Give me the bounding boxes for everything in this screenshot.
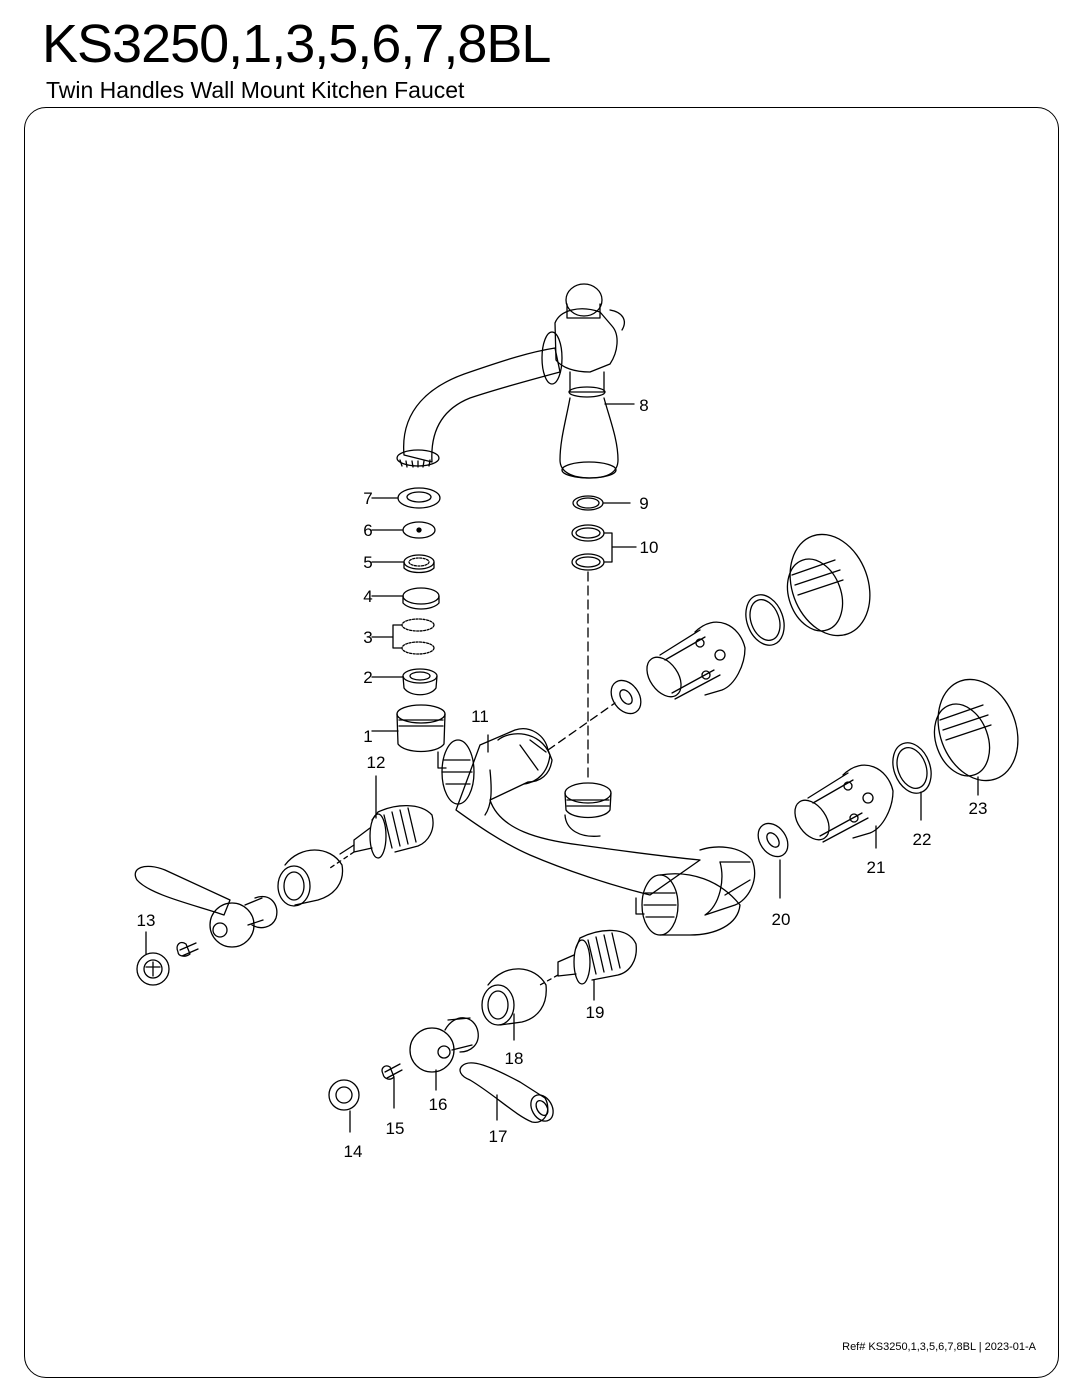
callout-23: 23 — [969, 799, 988, 818]
part-13-left-handle — [134, 865, 278, 986]
part-14-cap — [328, 1079, 360, 1133]
part-6-disc — [371, 521, 436, 539]
part-17-lever — [459, 1062, 554, 1123]
callout-22: 22 — [913, 830, 932, 849]
part-19-valve-cartridge — [557, 929, 637, 1001]
product-subtitle: Twin Handles Wall Mount Kitchen Faucet — [46, 77, 465, 103]
callout-21: 21 — [867, 858, 886, 877]
model-title: KS3250,1,3,5,6,7,8BL — [42, 14, 551, 74]
part-21-connector — [794, 764, 894, 849]
callout-1: 1 — [363, 727, 372, 746]
part-5-insert — [371, 554, 435, 574]
callout-11: 11 — [471, 707, 489, 726]
part-left-escutcheon — [277, 849, 344, 907]
callout-9: 9 — [639, 494, 648, 513]
callout-10: 10 — [640, 538, 659, 557]
part-upper-gasket — [745, 594, 785, 646]
part-11-body — [437, 728, 756, 936]
part-upper-connector — [646, 621, 746, 700]
part-upper-flange — [786, 533, 871, 637]
part-18-escutcheon — [481, 968, 547, 1041]
callout-6: 6 — [363, 521, 372, 540]
diagram-frame — [24, 107, 1059, 1378]
callout-2: 2 — [363, 668, 372, 687]
part-3-screens — [371, 618, 435, 655]
part-2-cartridge — [371, 668, 438, 696]
part-1-housing — [371, 704, 446, 753]
handle-axis-center — [539, 974, 559, 986]
callout-18: 18 — [505, 1049, 524, 1068]
part-7-washer — [371, 487, 441, 509]
part-16-handle-hub — [409, 1017, 479, 1091]
part-22-gasket — [892, 742, 932, 821]
part-spout — [396, 283, 635, 479]
callout-8: 8 — [639, 396, 648, 415]
part-4-ring — [371, 587, 440, 610]
callout-7: 7 — [363, 489, 372, 508]
part-15-screw — [381, 1063, 403, 1109]
callout-20: 20 — [772, 910, 791, 929]
callout-17: 17 — [489, 1127, 508, 1146]
callout-labels: 1 2 3 4 5 6 7 8 9 10 11 12 13 14 15 16 1… — [137, 396, 988, 1161]
callout-15: 15 — [386, 1119, 405, 1138]
part-12-valve-cartridge — [339, 775, 434, 859]
part-upper-nut — [610, 679, 642, 715]
callout-14: 14 — [344, 1142, 363, 1161]
handle-axis-left — [329, 851, 355, 869]
callout-19: 19 — [586, 1003, 605, 1022]
callout-5: 5 — [363, 553, 372, 572]
callout-13: 13 — [137, 911, 156, 930]
callout-3: 3 — [363, 628, 372, 647]
part-20-nut — [757, 822, 789, 899]
part-9-o-ring — [572, 495, 631, 511]
assembly-axis-upper — [547, 702, 616, 751]
callout-16: 16 — [429, 1095, 448, 1114]
reference-code: Ref# KS3250,1,3,5,6,7,8BL | 2023-01-A — [842, 1341, 1036, 1353]
callout-4: 4 — [363, 587, 372, 606]
part-23-flange — [933, 678, 1019, 796]
part-10-o-rings — [571, 524, 637, 571]
callout-12: 12 — [367, 753, 386, 772]
